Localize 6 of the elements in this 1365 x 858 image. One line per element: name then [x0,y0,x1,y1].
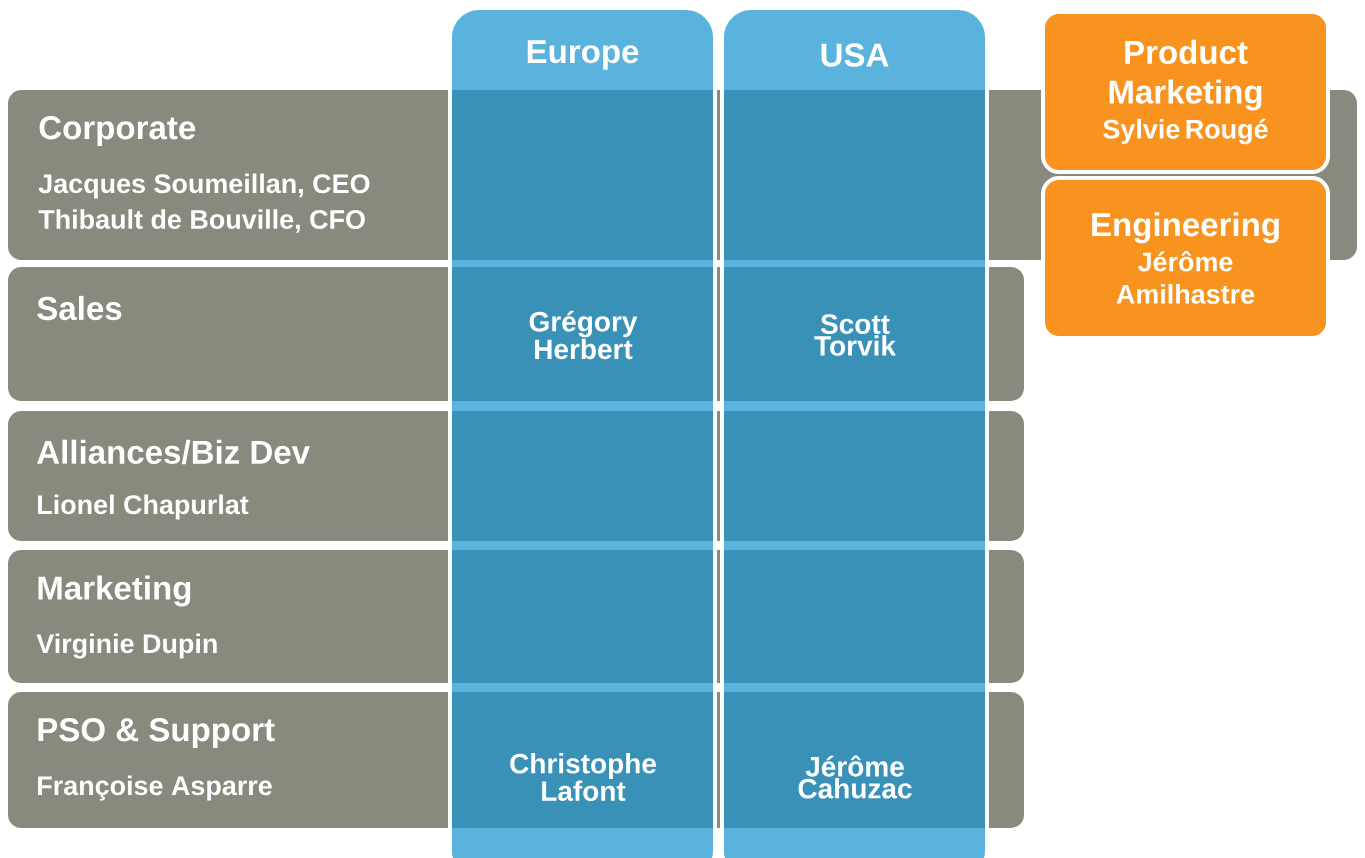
person-name: Scott Torvik [814,314,896,356]
function-box: Engineering Jérôme Amilhastre [1041,176,1330,340]
person-name: Grégory Herbert [529,310,638,360]
person-name: Christophe Lafont [510,753,656,801]
person-name: Jérôme Cahuzac [798,755,912,799]
function-box: Product Marketing Sylvie Rougé [1041,10,1330,174]
